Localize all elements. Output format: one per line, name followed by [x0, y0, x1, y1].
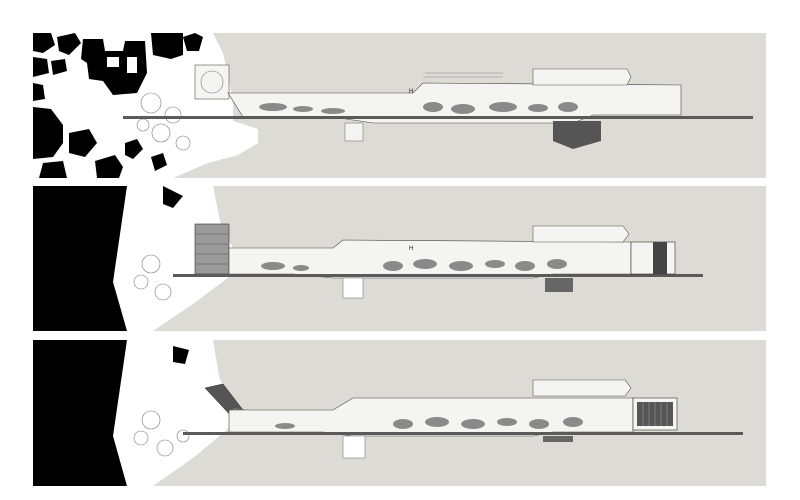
plan-phase-2-drawing: H	[33, 186, 703, 331]
land-wedge	[113, 186, 233, 331]
land-greenery	[133, 410, 190, 457]
cruise-ship	[532, 225, 630, 243]
promenade-line	[183, 432, 743, 435]
pier-greenery	[261, 259, 567, 271]
pier-deck	[228, 239, 632, 279]
plan-phase-1-drawing: H	[33, 33, 753, 178]
pier-greenery	[275, 417, 583, 429]
cruise-ship	[532, 379, 632, 397]
promenade-line	[173, 274, 703, 277]
dark-block	[543, 436, 573, 442]
dark-land	[33, 186, 127, 331]
heliport-label: H	[409, 89, 413, 95]
heliport-label: H	[409, 246, 413, 252]
dark-block	[545, 278, 573, 292]
small-pavilion	[342, 435, 366, 459]
plan-phase-3	[33, 340, 766, 486]
dark-land	[33, 340, 127, 486]
parking-rows	[423, 72, 503, 78]
plan-phase-1: H	[33, 33, 766, 178]
pier-greenery	[259, 102, 578, 114]
land-wedge	[113, 340, 229, 486]
plan-phase-2: H	[33, 186, 766, 331]
small-pavilion	[342, 277, 364, 299]
hatched-tower	[194, 223, 230, 275]
dark-block	[553, 121, 601, 149]
pier-deck	[228, 397, 634, 437]
promenade-line	[123, 116, 753, 119]
plaza-square	[194, 64, 230, 100]
small-pavilion	[344, 122, 364, 142]
cruise-ship	[532, 68, 632, 86]
plan-phase-3-drawing	[33, 340, 743, 486]
land-greenery	[133, 254, 172, 301]
